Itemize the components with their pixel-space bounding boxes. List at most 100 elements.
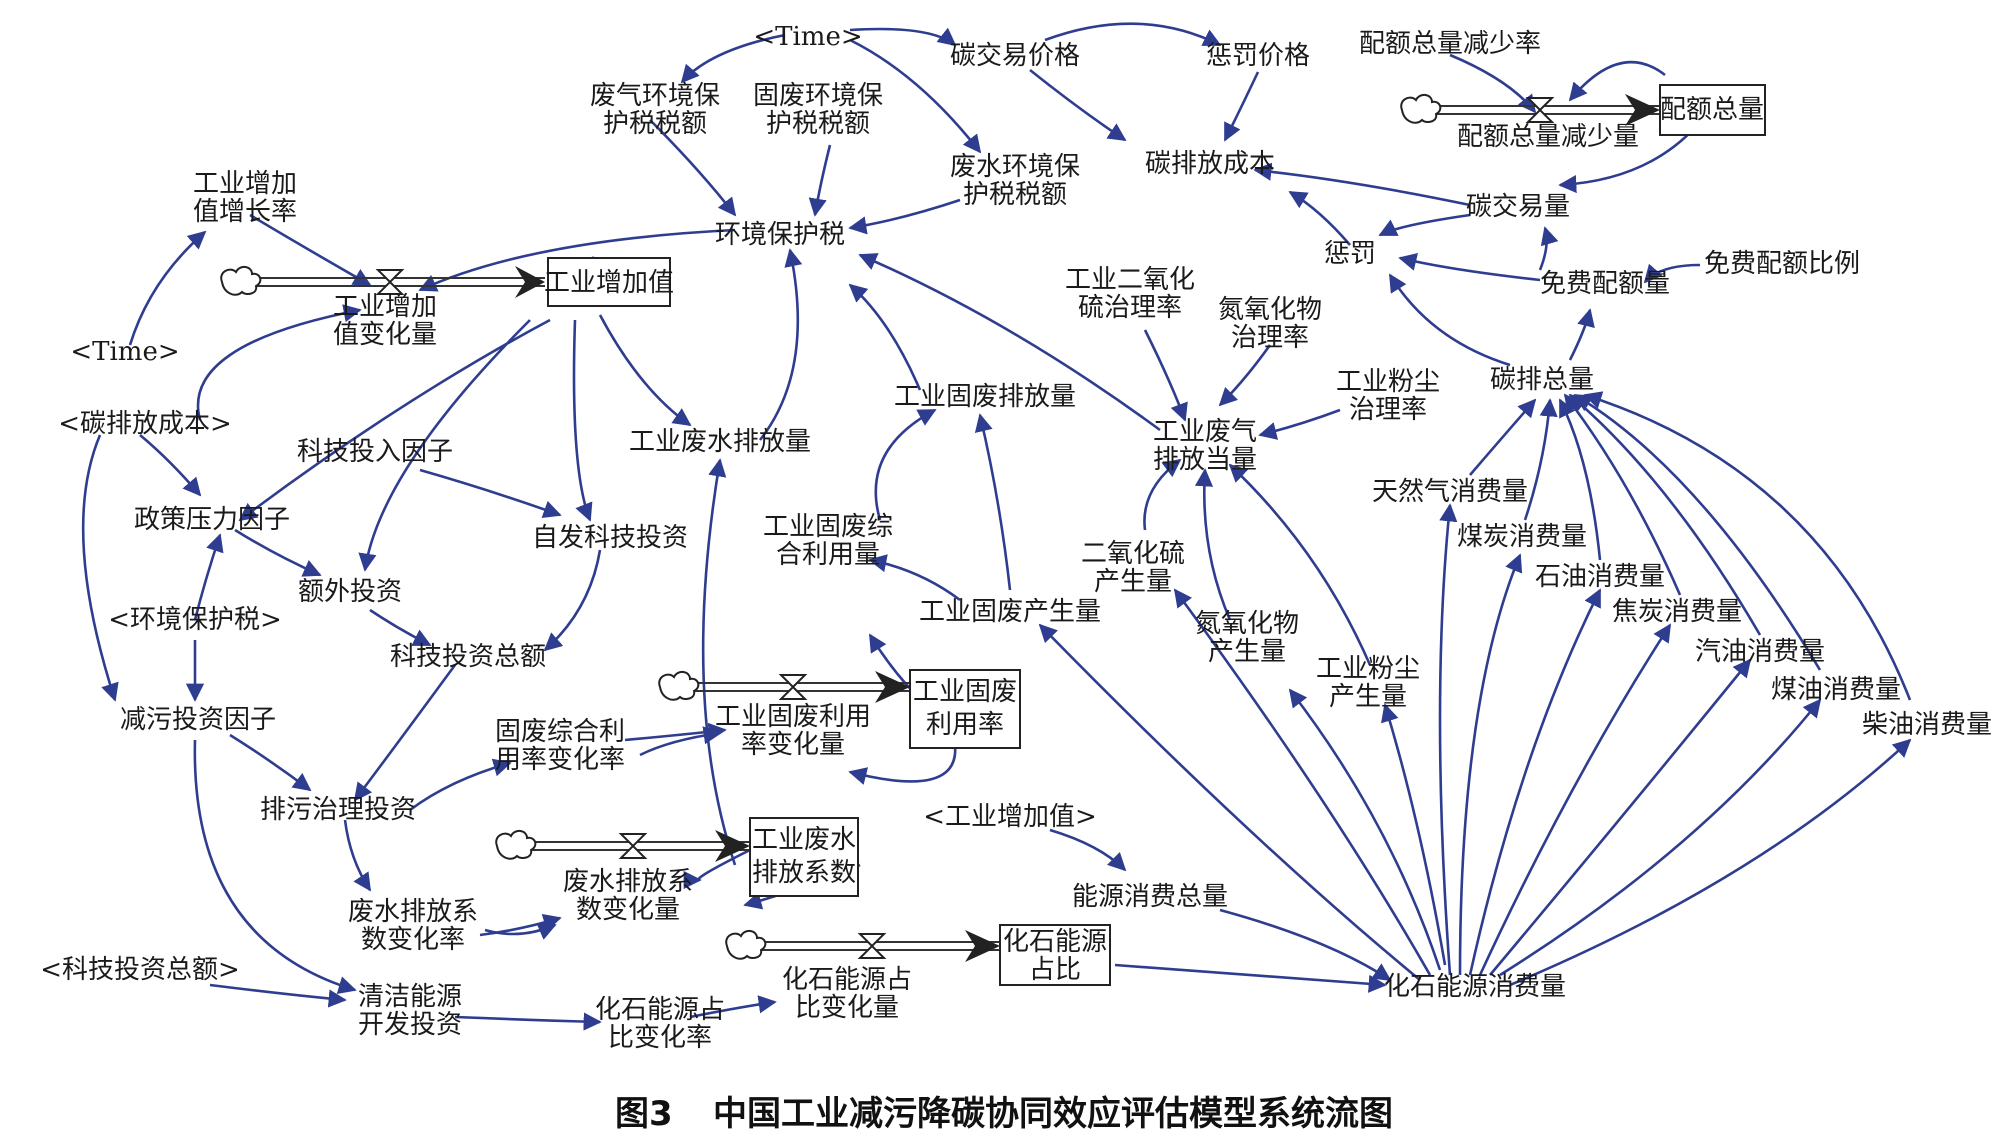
node-solid-util-amount-2: 合利用量 bbox=[776, 540, 880, 570]
cloud-source-fossil bbox=[725, 930, 767, 960]
node-free-quota-ratio: 免费配额比例 bbox=[1704, 249, 1860, 279]
node-dust-gen-2: 产生量 bbox=[1329, 682, 1407, 712]
node-fossil-consumption: 化石能源消费量 bbox=[1384, 972, 1566, 1002]
node-so2-gen-1: 二氧化硫 bbox=[1081, 539, 1185, 569]
node-iva-growth-1: 工业增加 bbox=[193, 169, 297, 199]
node-solid-util-change-2: 率变化量 bbox=[741, 730, 845, 760]
node-carbon-trade: 碳交易量 bbox=[1466, 192, 1570, 222]
svg-text:工业增加值: 工业增加值 bbox=[544, 268, 674, 298]
node-gas-equiv-2: 排放当量 bbox=[1153, 445, 1257, 475]
node-oil: 石油消费量 bbox=[1535, 562, 1665, 592]
stock-industrial-value-added: 工业增加值 bbox=[544, 257, 674, 307]
svg-text:工业废水: 工业废水 bbox=[752, 825, 856, 855]
node-dust-rate-2: 治理率 bbox=[1349, 395, 1427, 425]
node-solid-util-change-1: 工业固废利用 bbox=[715, 702, 871, 732]
node-iva-growth-2: 值增长率 bbox=[193, 197, 297, 227]
stock-fossil-share: 化石能源 占比 bbox=[999, 924, 1111, 986]
node-solid-rate-change-1: 固废综合利 bbox=[495, 717, 625, 747]
node-tech-factor: 科技投入因子 bbox=[297, 437, 453, 467]
node-env-tax-ref: <环境保护税> bbox=[108, 605, 282, 635]
node-nox-rate-1: 氮氧化物 bbox=[1218, 295, 1322, 325]
node-natgas: 天然气消费量 bbox=[1372, 477, 1528, 507]
node-solid-emission: 工业固废排放量 bbox=[894, 382, 1076, 412]
caption-title: 中国工业减污降碳协同效应评估模型系统流图 bbox=[713, 1094, 1393, 1134]
cloud-source-quota bbox=[1400, 94, 1442, 124]
node-fossil-share-change-1: 化石能源占 bbox=[782, 965, 912, 995]
node-tech-total-ref: <科技投资总额> bbox=[40, 955, 240, 985]
causal-links bbox=[81, 22, 1912, 1031]
node-penalty-price: 惩罚价格 bbox=[1206, 41, 1310, 71]
node-reduce-factor: 减污投资因子 bbox=[120, 705, 276, 735]
node-iva-change-2: 值变化量 bbox=[333, 320, 437, 350]
node-solid-rate-change-2: 用率变化率 bbox=[495, 745, 625, 775]
node-env-tax: 环境保护税 bbox=[715, 220, 845, 250]
node-coke: 焦炭消费量 bbox=[1612, 597, 1742, 627]
node-carbon-price: 碳交易价格 bbox=[950, 41, 1080, 71]
node-so2-rate-2: 硫治理率 bbox=[1078, 293, 1182, 323]
node-fossil-share-change-2: 比变化量 bbox=[795, 993, 899, 1023]
node-time-left: <Time> bbox=[70, 337, 179, 367]
node-dust-rate-1: 工业粉尘 bbox=[1336, 367, 1440, 397]
node-solid-tax-2: 护税税额 bbox=[766, 109, 870, 139]
node-pollution-invest: 排污治理投资 bbox=[260, 795, 416, 825]
node-time-top: <Time> bbox=[753, 22, 862, 52]
node-so2-rate-1: 工业二氧化 bbox=[1065, 265, 1195, 295]
node-gas-tax-2: 护税税额 bbox=[603, 109, 707, 139]
node-diesel: 柴油消费量 bbox=[1862, 710, 1992, 740]
node-water-coef-rate-1: 废水排放系 bbox=[348, 897, 478, 927]
cloud-source-water bbox=[495, 830, 537, 860]
node-iva-change-1: 工业增加 bbox=[333, 292, 437, 322]
node-solid-tax-1: 固废环境保 bbox=[753, 81, 883, 111]
node-quota-decrease: 配额总量减少量 bbox=[1457, 122, 1639, 152]
node-clean-energy-1: 清洁能源 bbox=[358, 982, 462, 1012]
node-nox-gen-2: 产生量 bbox=[1208, 637, 1286, 667]
node-kerosene: 煤油消费量 bbox=[1771, 675, 1901, 705]
node-water-coef-change-1: 废水排放系 bbox=[563, 867, 693, 897]
svg-text:配额总量: 配额总量 bbox=[1660, 95, 1764, 125]
node-spont-tech: 自发科技投资 bbox=[532, 523, 688, 553]
cloud-source-iva bbox=[220, 266, 262, 296]
svg-text:占比: 占比 bbox=[1029, 955, 1081, 985]
node-nox-gen-1: 氮氧化物 bbox=[1195, 609, 1299, 639]
node-penalty: 惩罚 bbox=[1324, 239, 1376, 269]
node-policy-pressure: 政策压力因子 bbox=[134, 505, 290, 535]
variable-labels: <Time> 碳交易价格 惩罚价格 配额总量减少率 配额总量减少量 废气环境保 … bbox=[40, 22, 1992, 1053]
svg-text:排放系数: 排放系数 bbox=[752, 858, 856, 888]
stock-solid-waste-utilization: 工业固废 利用率 bbox=[909, 669, 1021, 749]
node-gas-equiv-1: 工业废气 bbox=[1153, 417, 1257, 447]
flow-pipes bbox=[220, 94, 1660, 962]
node-coal: 煤炭消费量 bbox=[1457, 522, 1587, 552]
node-solid-util-amount-1: 工业固废综 bbox=[763, 512, 893, 542]
svg-text:利用率: 利用率 bbox=[926, 710, 1004, 740]
node-carbon-total: 碳排总量 bbox=[1490, 365, 1594, 395]
node-solid-gen: 工业固废产生量 bbox=[919, 597, 1101, 627]
cloud-source-solid bbox=[658, 671, 700, 701]
caption-number: 图3 bbox=[615, 1094, 673, 1134]
node-water-coef-change-2: 数变化量 bbox=[576, 895, 680, 925]
node-water-coef-rate-2: 数变化率 bbox=[361, 925, 465, 955]
node-extra-invest: 额外投资 bbox=[298, 577, 402, 607]
stock-wastewater-coefficient: 工业废水 排放系数 bbox=[749, 817, 859, 897]
node-carbon-cost: 碳排放成本 bbox=[1145, 149, 1275, 179]
node-gasoline: 汽油消费量 bbox=[1695, 637, 1825, 667]
node-nox-rate-2: 治理率 bbox=[1231, 323, 1309, 353]
node-iva-ref: <工业增加值> bbox=[923, 802, 1097, 832]
node-clean-energy-2: 开发投资 bbox=[358, 1010, 462, 1040]
node-fossil-share-rate-1: 化石能源占 bbox=[595, 995, 725, 1025]
node-carbon-cost-ref: <碳排放成本> bbox=[58, 409, 232, 439]
node-fossil-share-rate-2: 比变化率 bbox=[608, 1023, 712, 1053]
node-water-emission: 工业废水排放量 bbox=[629, 427, 811, 457]
node-free-quota: 免费配额量 bbox=[1540, 269, 1670, 299]
node-energy-total: 能源消费总量 bbox=[1072, 882, 1228, 912]
stock-quota-total: 配额总量 bbox=[1659, 84, 1766, 136]
node-water-tax-1: 废水环境保 bbox=[950, 152, 1080, 182]
node-dust-gen-1: 工业粉尘 bbox=[1316, 654, 1420, 684]
node-tech-total: 科技投资总额 bbox=[390, 642, 546, 672]
svg-text:工业固废: 工业固废 bbox=[913, 677, 1017, 707]
figure-caption: 图3 中国工业减污降碳协同效应评估模型系统流图 bbox=[615, 1094, 1393, 1134]
node-quota-decrease-rate: 配额总量减少率 bbox=[1359, 29, 1541, 59]
node-water-tax-2: 护税税额 bbox=[963, 180, 1067, 210]
svg-text:化石能源: 化石能源 bbox=[1003, 927, 1107, 957]
